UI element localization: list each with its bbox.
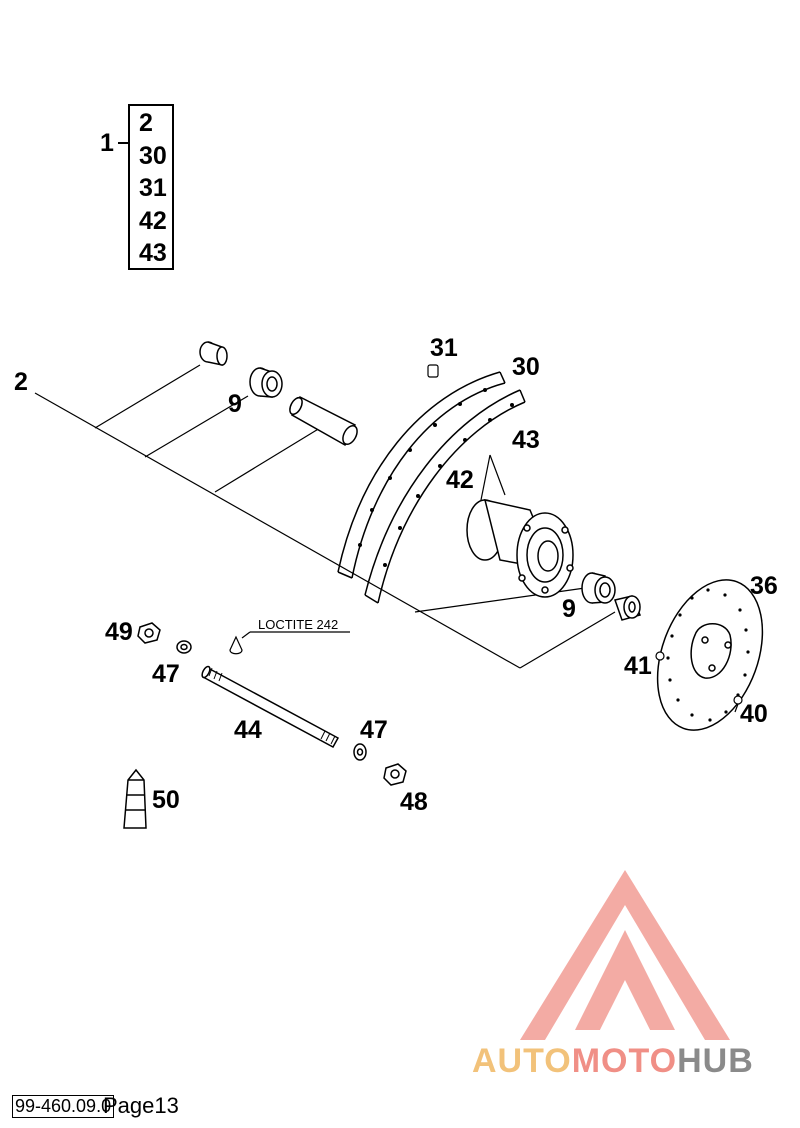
callout-41: 41 [624,652,652,680]
kit-item: 43 [139,239,167,267]
document-code: 99-460.09.0 [12,1095,115,1118]
brand-part-2: MOTO [571,1042,678,1080]
kit-item: 2 [139,109,153,137]
kit-box: 2 30 31 42 43 [128,104,174,270]
brake-disc-holes [666,588,750,722]
nut-part-48 [383,763,407,786]
callout-42: 42 [446,466,474,494]
loctite-drop-icon [229,631,350,655]
axle-threads [208,667,336,745]
callout-47-left: 47 [152,660,180,688]
kit-item: 42 [139,207,167,235]
rim-spoke-holes [358,388,514,567]
callout-49: 49 [105,618,133,646]
callout-50: 50 [152,786,180,814]
brand-part-3: HUB [677,1042,754,1080]
kit-number: 1 [100,129,114,157]
callout-9-right: 9 [562,595,576,623]
washer-part-47-left [176,640,192,654]
spacer-right [614,595,642,621]
washer-part-47-right [353,743,367,761]
spacer-part-2 [199,341,228,366]
callout-31: 31 [430,334,458,362]
callout-2: 2 [14,368,28,396]
leader-lines [34,364,616,669]
distance-sleeve [289,395,358,447]
brand-part-1: AUTO [472,1042,572,1080]
grease-tube-part-50 [123,768,147,829]
page-number: Page13 [103,1093,179,1118]
bearing-part-9-left [249,367,283,398]
kit-item: 31 [139,174,167,202]
washer-part-41 [655,651,665,661]
screw-part-40 [733,695,743,713]
callout-47-right: 47 [360,716,388,744]
bearing-part-9-right [581,572,616,604]
watermark-brand: AUTOMOTOHUB [472,1042,754,1081]
callout-9-left: 9 [228,390,242,418]
callout-44: 44 [234,716,262,744]
kit-item: 30 [139,142,167,170]
callout-40: 40 [740,700,768,728]
nut-part-49 [137,622,161,644]
brake-disc-part-36 [656,579,764,731]
rim-part-30 [337,371,526,604]
watermark-logo [520,870,730,1040]
spoke-nipple-part-31 [427,364,439,378]
axle-part-44 [201,665,340,749]
callout-30: 30 [512,353,540,381]
loctite-note: LOCTITE 242 [258,617,339,632]
callout-43: 43 [512,426,540,454]
wheel-hub [466,499,574,598]
callout-48: 48 [400,788,428,816]
callout-36: 36 [750,572,778,600]
